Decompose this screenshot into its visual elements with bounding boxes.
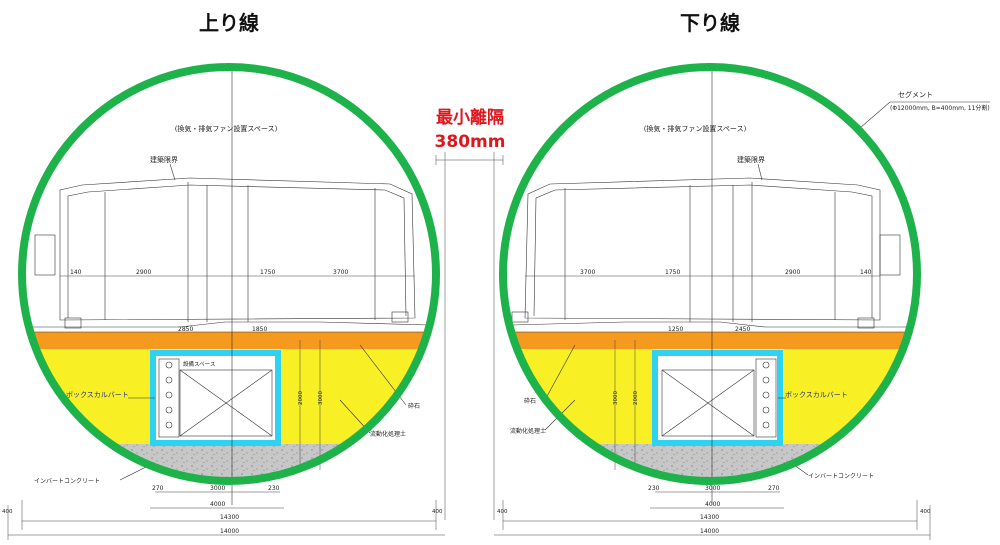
- left-box-culvert-label: ボックスカルバート: [66, 391, 129, 399]
- left-invert-label: インバートコンクリート: [34, 478, 100, 485]
- right-box-total-dim: 4000: [705, 501, 720, 508]
- svg-text:2900: 2900: [785, 269, 800, 276]
- right-inner-width-dim: 14300: [700, 514, 719, 521]
- svg-text:3700: 3700: [333, 269, 348, 276]
- segment-spec-label: (Φ12000mm, B=400mm, 11分割): [890, 104, 990, 112]
- right-box-culvert: [652, 350, 783, 446]
- svg-text:2000: 2000: [298, 391, 304, 405]
- svg-text:2000: 2000: [633, 391, 639, 405]
- svg-text:3700: 3700: [580, 269, 595, 276]
- title-down-line: 下り線: [680, 11, 740, 35]
- clearance-value: 380mm: [435, 132, 506, 152]
- svg-text:1750: 1750: [260, 269, 275, 276]
- svg-text:2900: 2900: [136, 269, 151, 276]
- clearance-label: 最小離隔: [436, 107, 504, 128]
- left-orange-layer: [22, 332, 436, 349]
- right-improved-soil-label: 流動化処理土: [510, 427, 546, 435]
- left-improved-soil-label: 流動化処理土: [370, 430, 406, 438]
- left-vehicle-outline: [59, 177, 416, 321]
- svg-text:3000: 3000: [613, 391, 619, 405]
- left-vehicle-gauge-label: 建築限界: [150, 155, 178, 164]
- right-orange-layer: [503, 332, 917, 349]
- clearance-dimension: [435, 152, 504, 520]
- svg-text:3000: 3000: [318, 391, 324, 405]
- left-small-left-dim: 270: [152, 485, 164, 492]
- right-vehicle-gauge-label: 建築限界: [737, 155, 765, 164]
- svg-text:140: 140: [70, 269, 82, 276]
- title-up-line: 上り線: [199, 11, 259, 35]
- right-small-left-dim: 230: [648, 485, 660, 492]
- left-box-width-dim: 3000: [210, 485, 225, 492]
- left-pipe-space-label: 設備スペース: [183, 360, 215, 368]
- right-invert-label: インバートコンクリート: [808, 473, 874, 480]
- right-total-width-dim: 14000: [700, 528, 719, 535]
- right-small-right-dim: 270: [768, 485, 780, 492]
- right-edge-dim-l: 400: [497, 509, 508, 515]
- segment-label: セグメント: [898, 90, 933, 99]
- left-segment-ring: [18, 63, 440, 485]
- left-deck-dim-2: 1850: [252, 326, 267, 333]
- svg-text:1750: 1750: [665, 269, 680, 276]
- right-deck-dim-2: 2450: [735, 326, 750, 333]
- right-box-width-dim: 3000: [705, 485, 720, 492]
- left-edge-dim-r: 400: [432, 509, 443, 515]
- left-backfill-label: 砕石: [408, 402, 420, 410]
- left-box-total-dim: 4000: [210, 501, 225, 508]
- svg-text:140: 140: [860, 269, 872, 276]
- right-fan-space-label: (換気・排気ファン設置スペース): [644, 124, 747, 133]
- right-backfill-label: 砕石: [524, 397, 536, 405]
- left-fan-space-label: (換気・排気ファン設置スペース): [175, 124, 278, 133]
- right-deck-dim-1: 1250: [668, 326, 683, 333]
- left-total-width-dim: 14000: [220, 528, 239, 535]
- right-bottom-dimensions: 3000 230 270 4000 14300 14000 400 400: [494, 485, 931, 540]
- left-small-right-dim: 230: [268, 485, 280, 492]
- right-vehicle-outline: [524, 177, 881, 321]
- right-segment-ring: [499, 63, 921, 485]
- left-invert-concrete: [22, 444, 436, 481]
- left-bottom-dimensions: 3000 270 230 4000 14300 14000 400 400: [2, 485, 445, 540]
- left-tunnel: 設備スペース 2900 1750 3700 140 (換気・排気ファン設置スペー…: [22, 64, 436, 505]
- right-box-culvert-label: ボックスカルバート: [785, 391, 848, 399]
- right-edge-dim-r: 400: [920, 509, 931, 515]
- left-deck-dim-1: 2850: [178, 326, 193, 333]
- left-edge-dim-l: 400: [2, 509, 13, 515]
- left-inner-width-dim: 14300: [220, 514, 239, 521]
